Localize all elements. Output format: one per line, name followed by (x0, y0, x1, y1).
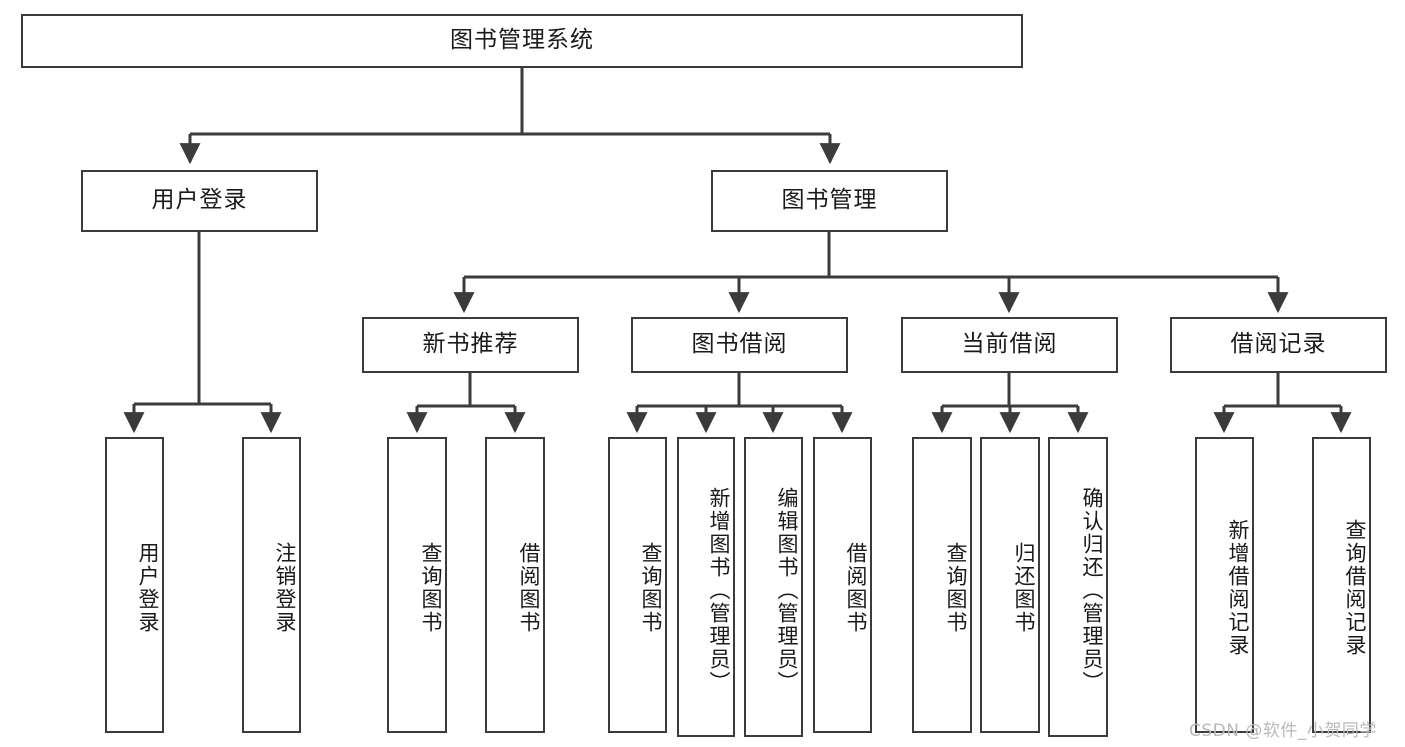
leaf-query-book-recommend[interactable]: 查询图书 (387, 437, 447, 733)
leaf-return-book[interactable]: 归还图书 (980, 437, 1040, 733)
node-borrow-records[interactable]: 借阅记录 (1170, 317, 1387, 373)
leaf-query-book-current-label: 查询图书 (944, 542, 968, 634)
leaf-borrow-book-label: 借阅图书 (844, 542, 868, 634)
leaf-query-book-current[interactable]: 查询图书 (912, 437, 972, 733)
leaf-return-book-label: 归还图书 (1012, 542, 1036, 634)
leaf-add-book-admin-label: 新增图书（管理员） (707, 486, 731, 694)
leaf-logout-label: 注销登录 (273, 542, 297, 634)
node-new-book-recommend[interactable]: 新书推荐 (362, 317, 579, 373)
leaf-confirm-return-admin[interactable]: 确认归还（管理员） (1048, 437, 1108, 737)
leaf-borrow-book-recommend-label: 借阅图书 (517, 542, 541, 634)
leaf-user-login-label: 用户登录 (136, 542, 160, 634)
node-user-login-label: 用户登录 (151, 187, 248, 214)
leaf-query-book-recommend-label: 查询图书 (419, 542, 443, 634)
node-current-borrow[interactable]: 当前借阅 (901, 317, 1118, 373)
node-book-borrow-label: 图书借阅 (691, 331, 788, 358)
leaf-borrow-book-recommend[interactable]: 借阅图书 (485, 437, 545, 733)
leaf-add-borrow-record[interactable]: 新增借阅记录 (1195, 437, 1254, 733)
leaf-query-book-borrow[interactable]: 查询图书 (608, 437, 667, 733)
leaf-add-book-admin[interactable]: 新增图书（管理员） (677, 437, 735, 737)
node-root[interactable]: 图书管理系统 (21, 14, 1023, 68)
node-user-login[interactable]: 用户登录 (81, 170, 318, 232)
leaf-user-login[interactable]: 用户登录 (105, 437, 164, 733)
node-borrow-records-label: 借阅记录 (1230, 331, 1327, 358)
leaf-logout[interactable]: 注销登录 (242, 437, 301, 733)
watermark: CSDN @软件_小贺同学 (1189, 721, 1377, 741)
leaf-edit-book-admin-label: 编辑图书（管理员） (775, 486, 799, 694)
leaf-query-borrow-record-label: 查询借阅记录 (1343, 519, 1367, 657)
leaf-query-borrow-record[interactable]: 查询借阅记录 (1312, 437, 1371, 733)
node-book-management-label: 图书管理 (781, 187, 878, 214)
leaf-edit-book-admin[interactable]: 编辑图书（管理员） (744, 437, 803, 737)
node-book-borrow[interactable]: 图书借阅 (631, 317, 848, 373)
node-new-book-recommend-label: 新书推荐 (422, 331, 519, 358)
leaf-query-book-borrow-label: 查询图书 (639, 542, 663, 634)
node-current-borrow-label: 当前借阅 (961, 331, 1058, 358)
node-root-label: 图书管理系统 (450, 27, 594, 54)
node-book-management[interactable]: 图书管理 (711, 170, 948, 232)
leaf-add-borrow-record-label: 新增借阅记录 (1226, 519, 1250, 657)
leaf-borrow-book[interactable]: 借阅图书 (813, 437, 872, 733)
leaf-confirm-return-admin-label: 确认归还（管理员） (1080, 486, 1104, 694)
